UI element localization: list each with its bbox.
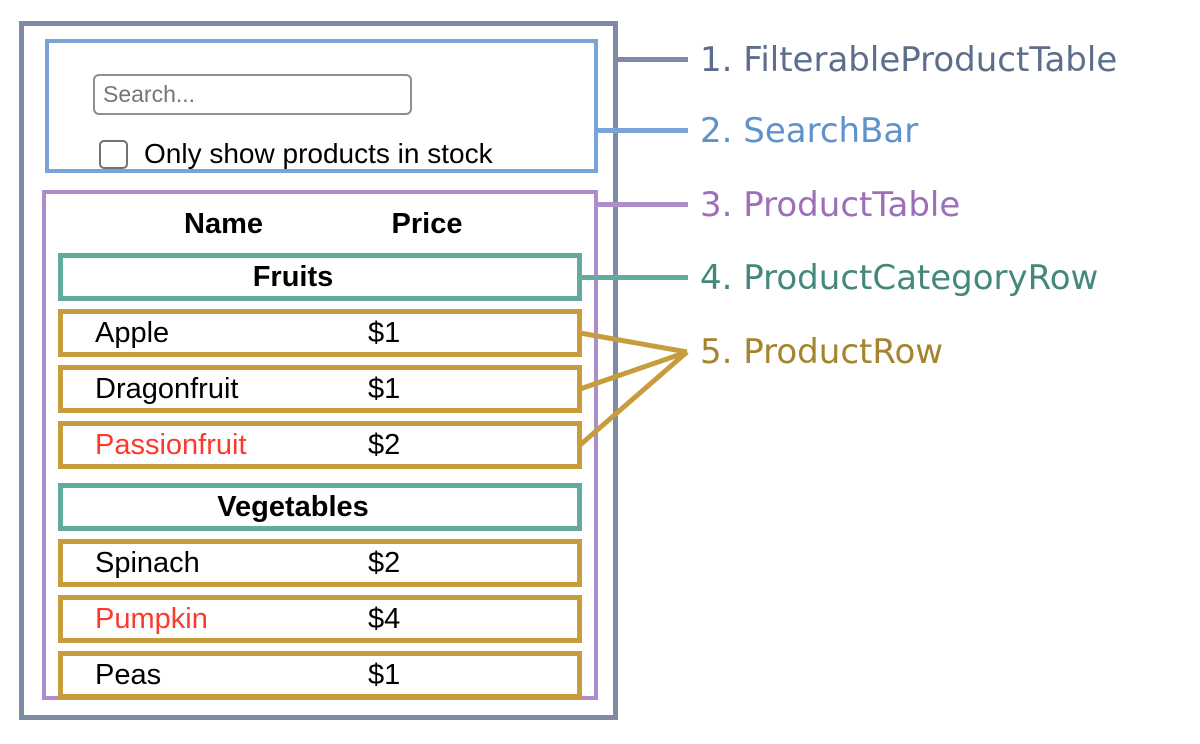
label-product-category-row: 4. ProductCategoryRow [700, 258, 1099, 298]
product-price: $2 [368, 546, 401, 579]
category-row-fruits: Fruits [58, 253, 582, 301]
product-price: $2 [368, 428, 401, 461]
product-name: Apple [95, 316, 170, 349]
product-row-peas: Peas $1 [58, 651, 582, 699]
in-stock-checkbox-label: Only show products in stock [144, 138, 493, 169]
connector-line-filterable-product-table [614, 57, 688, 62]
product-row-apple: Apple $1 [58, 309, 582, 357]
product-row-passionfruit: Passionfruit $2 [58, 421, 582, 469]
connector-line-search-bar [594, 128, 688, 133]
product-price: $1 [368, 658, 401, 691]
product-name-out-of-stock: Pumpkin [95, 602, 208, 635]
product-row-dragonfruit: Dragonfruit $1 [58, 365, 582, 413]
label-filterable-product-table: 1. FilterableProductTable [700, 40, 1118, 80]
search-input[interactable] [93, 74, 412, 115]
connector-line-product-table [594, 202, 688, 207]
product-price: $1 [368, 372, 401, 405]
product-row-pumpkin: Pumpkin $4 [58, 595, 582, 643]
label-search-bar: 2. SearchBar [700, 111, 919, 151]
product-name-out-of-stock: Passionfruit [95, 428, 247, 461]
label-product-table: 3. ProductTable [700, 185, 961, 225]
column-header-name: Name [184, 208, 263, 240]
category-label: Fruits [252, 260, 334, 293]
product-price: $4 [368, 602, 401, 635]
search-bar-box: Only show products in stock [45, 39, 598, 173]
product-row-spinach: Spinach $2 [58, 539, 582, 587]
in-stock-filter-row: Only show products in stock [99, 138, 493, 170]
product-price: $1 [368, 316, 401, 349]
product-name: Peas [95, 658, 162, 691]
category-row-vegetables: Vegetables [58, 483, 582, 531]
column-header-price: Price [391, 208, 463, 240]
label-product-row: 5. ProductRow [700, 332, 944, 372]
product-name: Dragonfruit [95, 372, 239, 405]
in-stock-checkbox[interactable] [99, 139, 128, 169]
connector-line-product-category-row [578, 275, 688, 280]
product-name: Spinach [95, 546, 200, 579]
category-label: Vegetables [217, 490, 369, 523]
